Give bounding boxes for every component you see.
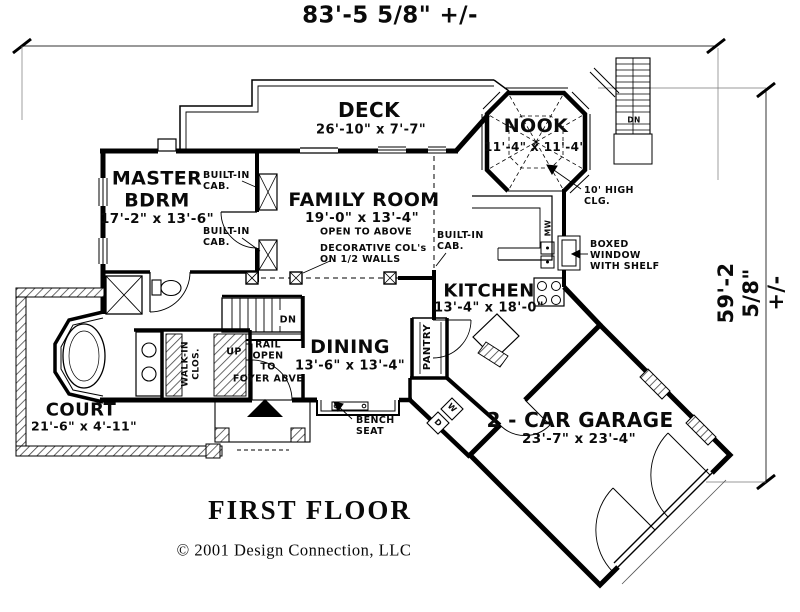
annotation-bench-seat: BENCH SEAT <box>356 414 395 437</box>
annotation-built-in-cab-lower: BUILT-IN CAB. <box>203 225 250 248</box>
annotation-exterior-stairs-down: DN <box>627 115 641 125</box>
bath-fixtures <box>62 275 247 397</box>
room-label-court: COURT <box>45 399 117 421</box>
court-structure <box>15 287 223 459</box>
note-open-to-above: OPEN TO ABOVE <box>319 226 413 238</box>
room-label-nook: NOOK <box>503 114 569 137</box>
room-label-family-room: FAMILY ROOM <box>288 188 440 211</box>
room-label-dining: DINING <box>310 335 390 358</box>
room-size-nook: 11'-4" x 11'-4" <box>483 139 587 154</box>
room-size-family-room: 19'-0" x 13'-4" <box>304 210 420 227</box>
annotation-microwave: MW <box>543 219 553 237</box>
room-size-dining: 13'-6" x 13'-4" <box>294 358 406 374</box>
room-label-deck: DECK <box>337 98 401 123</box>
annotation-stairs-down: DN <box>279 314 297 326</box>
porch-structure <box>214 359 311 451</box>
overall-height-dimension: 59'-2 5/8" +/- <box>713 262 788 324</box>
annotation-pantry: PANTRY <box>422 323 434 371</box>
room-size-court: 21'-6" x 4'-11" <box>30 418 138 434</box>
garage-structure <box>468 323 734 589</box>
annotation-rail-open-foyer: RAIL OPEN TO FOYER ABVE <box>232 339 304 385</box>
nook-octagon <box>481 87 591 194</box>
annotation-built-in-cab-upper: BUILT-IN CAB. <box>203 169 250 192</box>
annotation-stairs-up: UP <box>226 346 242 358</box>
laundry-hall <box>426 341 551 436</box>
annotation-high-ceiling: 10' HIGH CLG. <box>584 184 634 207</box>
room-label-garage: 2 - CAR GARAGE <box>486 408 674 433</box>
room-size-garage: 23'-7" x 23'-4" <box>521 431 637 448</box>
plan-copyright: © 2001 Design Connection, LLC <box>176 540 412 560</box>
room-size-master-bedroom: 17'-2" x 13'-6" <box>99 211 215 228</box>
annotation-built-in-cab-kitchen: BUILT-IN CAB. <box>437 229 484 252</box>
room-label-kitchen: KITCHEN <box>443 280 535 302</box>
plan-title: FIRST FLOOR <box>208 495 412 526</box>
kitchen-fixtures <box>432 195 565 360</box>
annotation-decorative-cols: DECORATIVE COL's ON 1/2 WALLS <box>320 242 427 265</box>
room-size-deck: 26'-10" x 7'-7" <box>315 122 427 138</box>
exterior-stairs <box>589 57 653 165</box>
room-size-kitchen: 13'-4" x 18'-0" <box>433 300 545 316</box>
annotation-boxed-window: BOXED WINDOW WITH SHELF <box>590 239 660 273</box>
leader-lines <box>241 164 588 420</box>
room-label-master-bedroom: MASTER BDRM <box>111 167 203 212</box>
dimension-lines <box>12 37 776 491</box>
dining-bay-window <box>316 400 400 416</box>
annotation-walk-in-closet: WALK-IN CLOS. <box>180 341 201 387</box>
overall-width-dimension: 83'-5 5/8" +/- <box>302 2 478 29</box>
decorative-columns <box>245 271 397 285</box>
deck-structure <box>179 79 510 151</box>
